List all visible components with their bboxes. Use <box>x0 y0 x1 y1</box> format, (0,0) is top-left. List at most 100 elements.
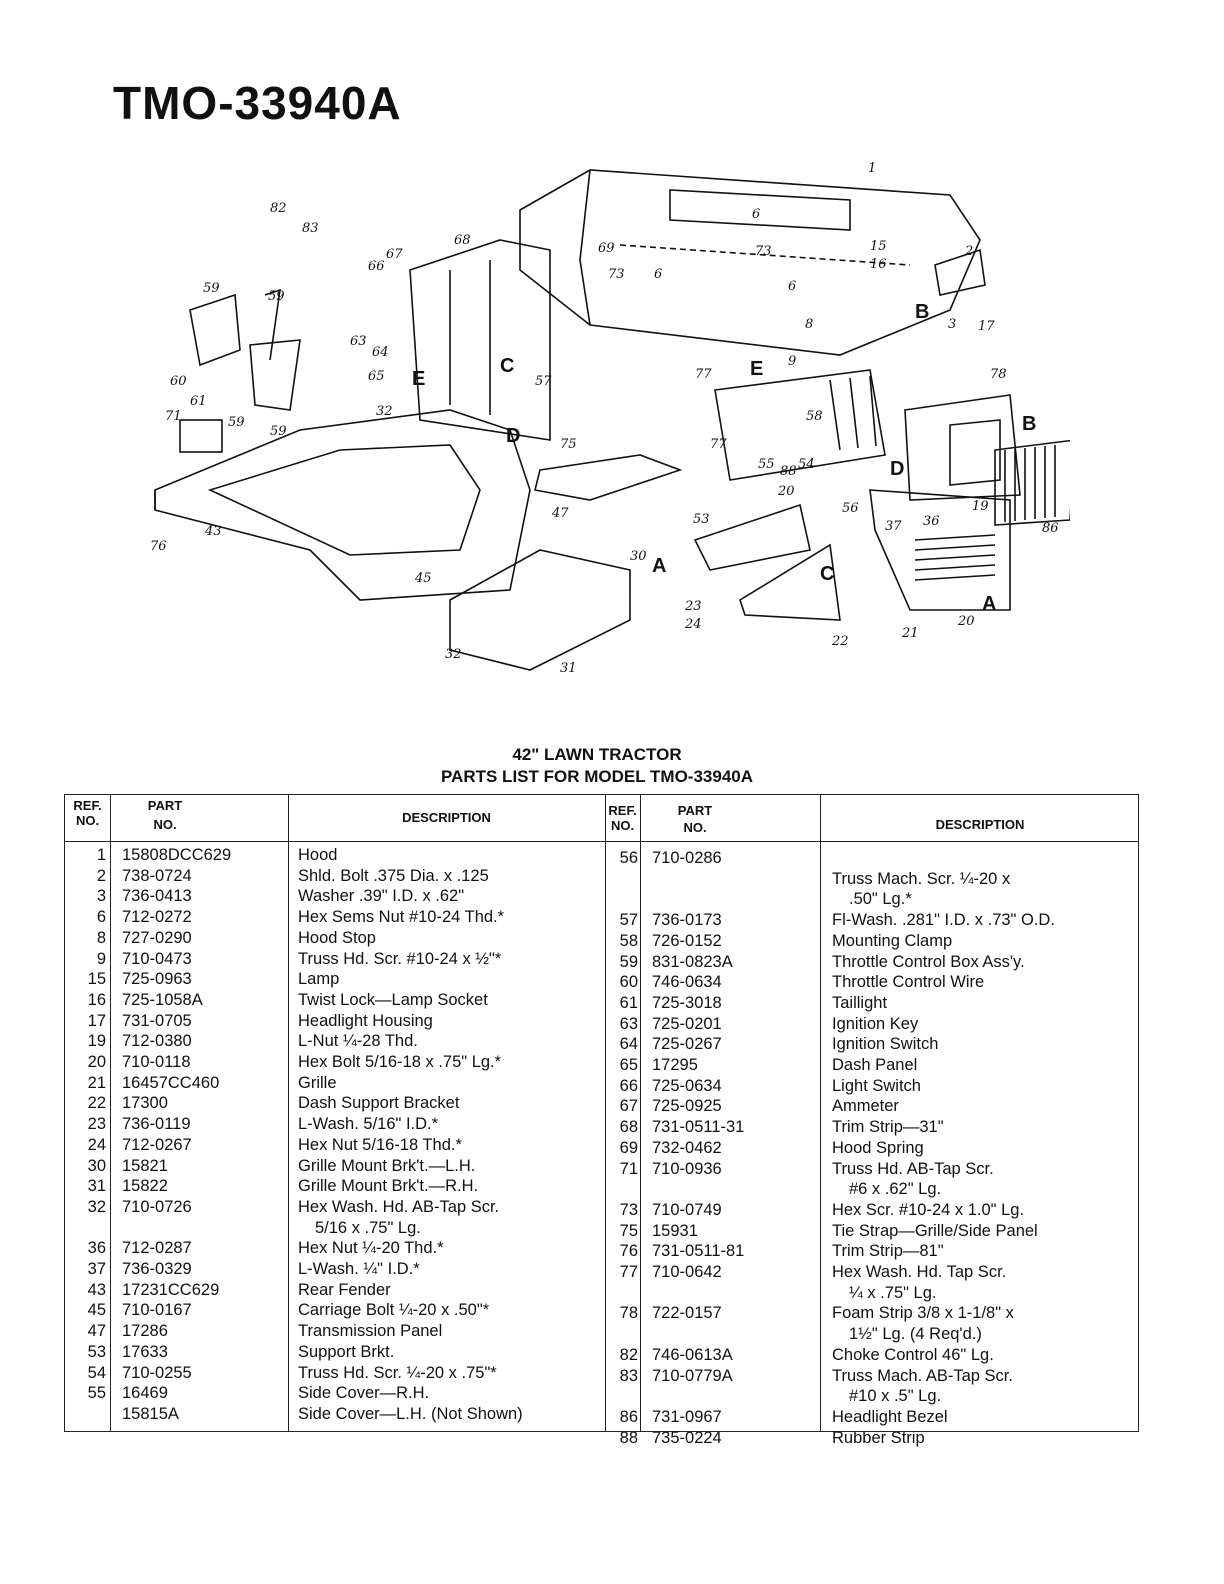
callout-number: 66 <box>368 259 385 274</box>
parts-cell-part: 736-0173 <box>652 911 722 930</box>
parts-cell-part: 735-0224 <box>652 1428 722 1447</box>
parts-cell-part: 722-0157 <box>652 1304 722 1323</box>
parts-cell-ref: 37 <box>87 1260 106 1278</box>
model-title: TMO-33940A <box>113 77 402 129</box>
parts-cell-part: 725-3018 <box>652 993 722 1012</box>
parts-cell-part: 17231CC629 <box>122 1280 220 1299</box>
parts-cell-part: 710-0749 <box>652 1200 722 1219</box>
header-ref-right: REF.NO. <box>608 803 637 833</box>
parts-cell-desc: L-Wash. ¼" I.D.* <box>298 1260 420 1278</box>
callout-number: 20 <box>957 614 975 629</box>
parts-cell-desc: Washer .39" I.D. x .62" <box>298 887 465 906</box>
parts-cell-desc: 1½" Lg. (4 Req'd.) <box>849 1325 982 1344</box>
grille-shape <box>869 489 1011 611</box>
parts-cell-ref: 1 <box>96 846 106 864</box>
callout-number: 83 <box>302 221 319 236</box>
column-divider <box>820 795 821 1431</box>
parts-cell-ref: 31 <box>87 1177 106 1196</box>
parts-cell-part: 17295 <box>652 1056 698 1074</box>
parts-cell-desc: Hex Sems Nut #10-24 Thd.* <box>298 908 505 927</box>
parts-cell-desc: Shld. Bolt .375 Dia. x .125 <box>298 866 489 885</box>
parts-cell-ref: 54 <box>87 1363 106 1382</box>
parts-cell-ref: 64 <box>619 1035 638 1054</box>
callout-number: 9 <box>788 354 796 369</box>
parts-cell-desc: Throttle Control Box Ass'y. <box>832 952 1025 971</box>
parts-cell-ref: 68 <box>619 1118 638 1137</box>
parts-cell-ref: 6 <box>96 908 106 927</box>
header-description-right: DESCRIPTION <box>935 817 1025 832</box>
parts-cell-part: 17286 <box>122 1322 168 1341</box>
callout-number: 68 <box>454 233 471 248</box>
parts-cell-ref: 17 <box>87 1011 106 1030</box>
column-divider <box>605 795 606 1431</box>
parts-cell-part: 17300 <box>122 1094 168 1113</box>
callout-number: 73 <box>755 244 772 259</box>
parts-cell-desc: Rubber Strip <box>832 1428 925 1447</box>
parts-cell-ref: 73 <box>619 1200 638 1219</box>
parts-cell-ref: 71 <box>619 1159 638 1178</box>
hood-shape <box>519 169 981 356</box>
parts-cell-part: 831-0823A <box>652 952 733 971</box>
parts-cell-desc: Twist Lock—Lamp Socket <box>298 990 488 1009</box>
throttle-box-shape <box>189 293 241 367</box>
callout-number: 36 <box>923 514 940 529</box>
callout-number: 73 <box>608 267 625 282</box>
callout-number: 23 <box>684 599 702 614</box>
parts-cell-part: 15931 <box>652 1221 698 1240</box>
callout-number: 78 <box>990 367 1007 382</box>
parts-cell-part: 731-0511-81 <box>652 1242 745 1261</box>
parts-cell-part: 16469 <box>122 1384 168 1403</box>
parts-cell-desc: Carriage Bolt ¼-20 x .50"* <box>298 1301 490 1320</box>
callout-number: 69 <box>598 241 615 256</box>
callout-number: 60 <box>170 374 187 389</box>
parts-cell-ref: 65 <box>619 1056 638 1074</box>
parts-cell-ref: 60 <box>619 973 638 992</box>
callout-number: 82 <box>270 201 287 216</box>
parts-cell-ref: 77 <box>619 1263 638 1281</box>
parts-cell-ref: 86 <box>619 1407 638 1426</box>
callout-number: 6 <box>654 267 662 282</box>
parts-cell-part: 712-0267 <box>122 1135 192 1154</box>
parts-cell-part: 17633 <box>122 1342 168 1361</box>
parts-cell-desc: Side Cover—R.H. <box>298 1384 430 1403</box>
parts-cell-desc: Trim Strip—31" <box>832 1118 944 1137</box>
parts-cell-part: 15821 <box>122 1156 168 1175</box>
callout-number: 77 <box>710 437 727 452</box>
reference-letter: C <box>820 563 834 585</box>
exploded-parts-diagram: 1 2 3 6 6 6 8 9 15 16 17 19 20 20 21 22 … <box>150 150 1076 710</box>
parts-cell-desc: Fl-Wash. .281" I.D. x .73" O.D. <box>832 911 1055 930</box>
parts-cell-part: 710-0936 <box>652 1159 722 1178</box>
parts-cell-part: 725-0267 <box>652 1035 722 1054</box>
parts-cell-ref: 20 <box>87 1053 106 1071</box>
parts-cell-desc: Lamp <box>298 970 340 989</box>
parts-cell-ref: 2 <box>96 866 106 885</box>
callout-number: 21 <box>901 626 919 641</box>
callout-number: 75 <box>560 437 577 452</box>
parts-cell-desc: Support Brkt. <box>298 1342 395 1361</box>
parts-cell-ref: 43 <box>87 1280 106 1299</box>
callout-number: 31 <box>560 661 577 676</box>
parts-cell-part: 16457CC460 <box>122 1073 220 1092</box>
callout-number: 1 <box>868 161 876 176</box>
parts-cell-desc: Taillight <box>832 993 888 1012</box>
reference-letter: A <box>652 555 666 577</box>
parts-list-heading-model: 42" LAWN TRACTOR <box>512 745 682 764</box>
parts-cell-ref: 53 <box>87 1342 106 1361</box>
parts-cell-ref: 30 <box>87 1156 106 1175</box>
callout-number: 88 <box>780 464 797 479</box>
parts-cell-part: 736-0413 <box>122 887 192 906</box>
parts-cell-desc: 5/16 x .75" Lg. <box>315 1218 421 1237</box>
callout-number: 55 <box>758 457 775 472</box>
reference-letter: E <box>750 358 763 380</box>
parts-cell-ref: 82 <box>619 1345 638 1364</box>
headlight-housing-shape <box>904 394 1021 501</box>
callout-number: 22 <box>831 634 849 649</box>
parts-cell-desc: Light Switch <box>832 1076 921 1095</box>
callout-number: 32 <box>376 404 393 419</box>
dash-panel-shape <box>409 239 551 441</box>
parts-cell-ref: 61 <box>619 993 638 1012</box>
parts-cell-part: 738-0724 <box>122 866 192 885</box>
callout-number: 6 <box>752 207 760 222</box>
parts-cell-ref: 47 <box>87 1322 106 1341</box>
